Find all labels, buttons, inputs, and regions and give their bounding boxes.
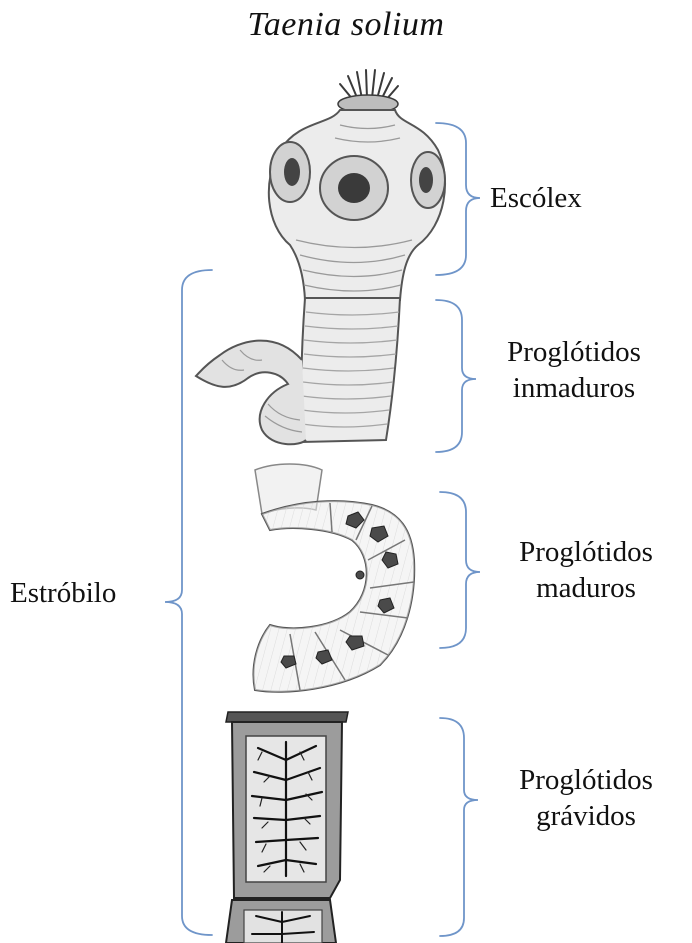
- strobila-label: Estróbilo: [10, 575, 116, 611]
- gravid-proglottids-illustration: [226, 712, 348, 943]
- gravid-label-line2: grávidos: [496, 798, 676, 834]
- gravid-label-line1: Proglótidos: [496, 762, 676, 798]
- immature-bracket: [436, 300, 476, 452]
- scolex-label: Escólex: [490, 180, 582, 216]
- mature-proglottids-illustration: [253, 464, 414, 692]
- immature-label-line1: Proglótidos: [484, 334, 664, 370]
- gravid-proglottids-label: Proglótidos grávidos: [496, 762, 676, 834]
- mature-label-line1: Proglótidos: [496, 534, 676, 570]
- immature-label-line2: inmaduros: [484, 370, 664, 406]
- scolex-label-text: Escólex: [490, 182, 582, 214]
- gravid-bracket: [440, 718, 478, 936]
- strobila-label-text: Estróbilo: [10, 577, 116, 609]
- scolex-illustration: [269, 70, 445, 300]
- immature-proglottids-illustration: [196, 298, 400, 444]
- mature-label-line2: maduros: [496, 570, 676, 606]
- mature-bracket: [440, 492, 480, 648]
- immature-proglottids-label: Proglótidos inmaduros: [484, 334, 664, 406]
- mature-proglottids-label: Proglótidos maduros: [496, 534, 676, 606]
